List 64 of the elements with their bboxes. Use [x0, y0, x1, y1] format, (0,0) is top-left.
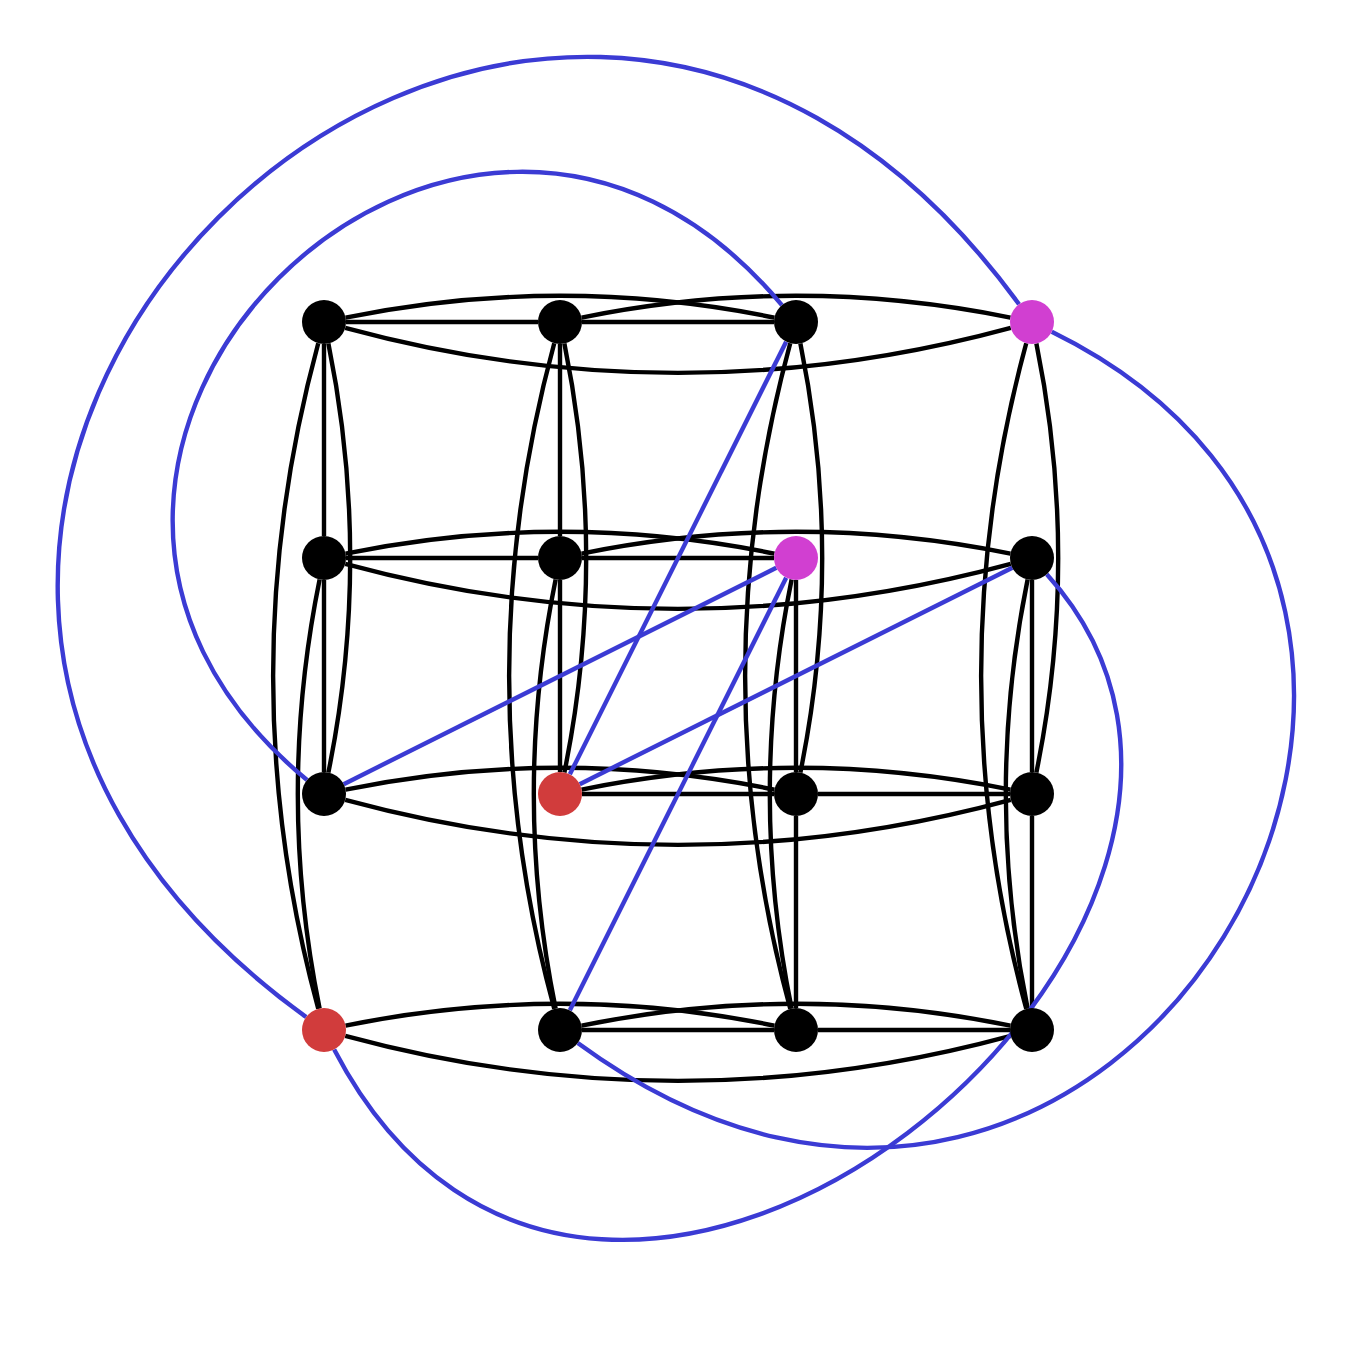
graph-edge	[295, 579, 322, 1009]
graph-edge	[793, 816, 799, 1008]
curved-edge	[567, 576, 789, 1012]
graph-edge	[344, 1033, 1012, 1083]
graph-edge	[344, 797, 1012, 847]
graph-edge	[798, 343, 825, 773]
graph-edge	[581, 529, 1011, 556]
graph-edge	[793, 580, 799, 772]
graph-vertex	[302, 300, 346, 344]
curved-edge	[578, 565, 1014, 787]
curved-edge	[342, 565, 778, 787]
graph-vertex	[1010, 1008, 1054, 1052]
graph-edge	[346, 555, 538, 561]
graph-edge	[344, 561, 1012, 611]
graph-edge	[557, 580, 563, 772]
graph-vertex	[774, 300, 818, 344]
graph-vertex	[538, 1008, 582, 1052]
graph-edge	[345, 293, 775, 320]
graph-vertex	[774, 772, 818, 816]
graph-edge	[582, 791, 774, 797]
graph-edge	[582, 1027, 774, 1033]
graph-vertex	[538, 300, 582, 344]
graph-edge	[1029, 816, 1035, 1008]
graph-edge	[345, 765, 775, 792]
graph-edge	[345, 529, 775, 556]
graph-edge	[1034, 343, 1061, 773]
graph-edge	[345, 1001, 775, 1028]
graph-edge	[818, 1027, 1010, 1033]
graph-edge	[271, 342, 321, 1010]
graph-vertex	[302, 1008, 346, 1052]
curved-edge	[171, 170, 784, 782]
graph-edge	[581, 293, 1011, 320]
graph-edge	[346, 319, 538, 325]
graph-vertex	[1010, 300, 1054, 344]
graph-edge	[582, 555, 774, 561]
curved-edge	[567, 340, 789, 776]
graph-edge	[321, 580, 327, 772]
graph-vertex	[774, 536, 818, 580]
graph-vertex	[538, 536, 582, 580]
graph-edge	[562, 343, 589, 773]
graph-edge	[581, 1001, 1011, 1028]
graph-edge	[581, 765, 1011, 792]
graph-vertex	[774, 1008, 818, 1052]
graph-edge	[321, 344, 327, 536]
graph-edge	[344, 325, 1012, 375]
graph-edge	[1029, 580, 1035, 772]
graph-edge	[326, 343, 353, 773]
curved-edge	[332, 573, 1124, 1241]
graph-edge	[767, 579, 794, 1009]
graph-edge	[531, 579, 558, 1009]
graph-edge	[557, 344, 563, 536]
curved-edge	[576, 329, 1295, 1149]
curved-edge	[56, 55, 1021, 1019]
graph-vertex	[1010, 772, 1054, 816]
graph-vertex	[302, 772, 346, 816]
graph-edge	[507, 342, 557, 1010]
graph-vertex	[1010, 536, 1054, 580]
graph-edge	[743, 342, 793, 1010]
graph-edge	[582, 319, 774, 325]
graph-vertex	[538, 772, 582, 816]
graph-edge	[979, 342, 1029, 1010]
graph-edge	[818, 791, 1010, 797]
graph-vertex	[302, 536, 346, 580]
graph-edge	[1003, 579, 1030, 1009]
